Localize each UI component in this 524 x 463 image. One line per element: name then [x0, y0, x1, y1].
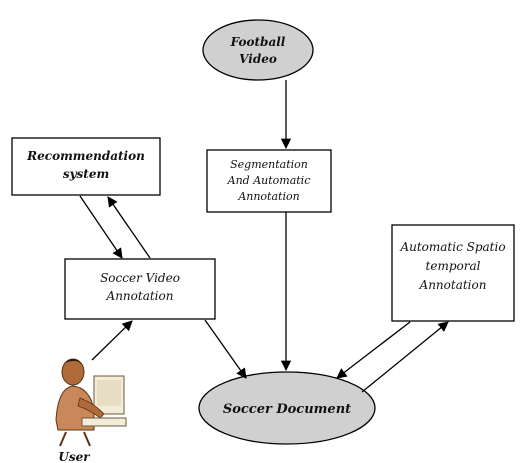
- edge-document-to-spatio: [361, 321, 449, 393]
- soccer-annotation-line-2: Annotation: [106, 289, 174, 303]
- football-video-line-2: Video: [239, 52, 277, 66]
- edge-annotation-to-recommendation: [107, 196, 151, 259]
- edge-annotation-to-document: [204, 319, 247, 379]
- edge-spatio-to-document: [336, 321, 411, 379]
- segmentation-line-3: Annotation: [237, 190, 299, 203]
- football-video-line-1: Football: [230, 35, 286, 49]
- spatio-temporal-line-1: Automatic Spatio: [399, 240, 505, 254]
- recommendation-line-1: Recommendation: [26, 149, 145, 163]
- segmentation-node: Segmentation And Automatic Annotation: [206, 149, 332, 213]
- user-at-computer-icon: [55, 358, 127, 447]
- edge-user-to-annotation: [91, 320, 133, 361]
- segmentation-line-1: Segmentation: [230, 158, 308, 171]
- soccer-document-node: Soccer Document: [198, 371, 376, 445]
- soccer-document-label: Soccer Document: [223, 402, 351, 417]
- spatio-temporal-line-3: Annotation: [419, 278, 487, 292]
- spatio-temporal-line-2: temporal: [426, 259, 481, 273]
- segmentation-line-2: And Automatic: [227, 174, 311, 187]
- soccer-annotation-line-1: Soccer Video: [100, 271, 180, 285]
- user-label: User: [58, 450, 91, 463]
- football-video-node: Football Video: [202, 19, 314, 81]
- soccer-video-annotation-node: Soccer Video Annotation: [64, 258, 216, 320]
- recommendation-system-node: Recommendation system: [11, 137, 161, 196]
- recommendation-line-2: system: [63, 167, 109, 181]
- spatio-temporal-annotation-node: Automatic Spatio temporal Annotation: [391, 224, 515, 322]
- edge-recommendation-to-annotation: [79, 195, 123, 259]
